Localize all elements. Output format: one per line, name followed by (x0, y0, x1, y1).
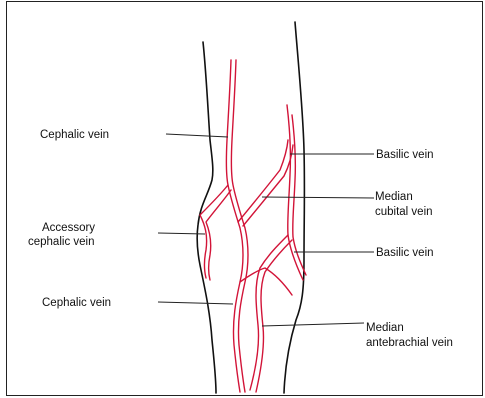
forearm-branch-vein (240, 268, 292, 295)
leader-cephalic-upper (166, 134, 228, 137)
label-median-antebrachial-line1: Median (366, 322, 404, 334)
label-median-cubital-line2: cubital vein (375, 206, 433, 218)
arm-outline-left (197, 42, 216, 393)
leader-median-cubital (262, 197, 374, 198)
label-basilic-vein-upper: Basilic vein (376, 149, 434, 161)
label-accessory-line1: Accessory (42, 222, 95, 234)
leader-median-antebrachial (262, 323, 364, 326)
label-cephalic-vein-upper: Cephalic vein (40, 129, 109, 141)
label-median-cubital-line1: Median (375, 191, 413, 203)
cephalic-vein-trunk (226, 60, 243, 392)
label-accessory-line2: cephalic vein (28, 236, 94, 248)
median-antebrachial-vein (250, 235, 288, 390)
label-cephalic-vein-lower: Cephalic vein (42, 297, 111, 309)
leader-cephalic-lower (158, 302, 233, 304)
label-basilic-vein-lower: Basilic vein (376, 247, 434, 259)
label-median-antebrachial-line2: antebrachial vein (366, 337, 453, 349)
accessory-cephalic-vein-inner (206, 190, 231, 280)
